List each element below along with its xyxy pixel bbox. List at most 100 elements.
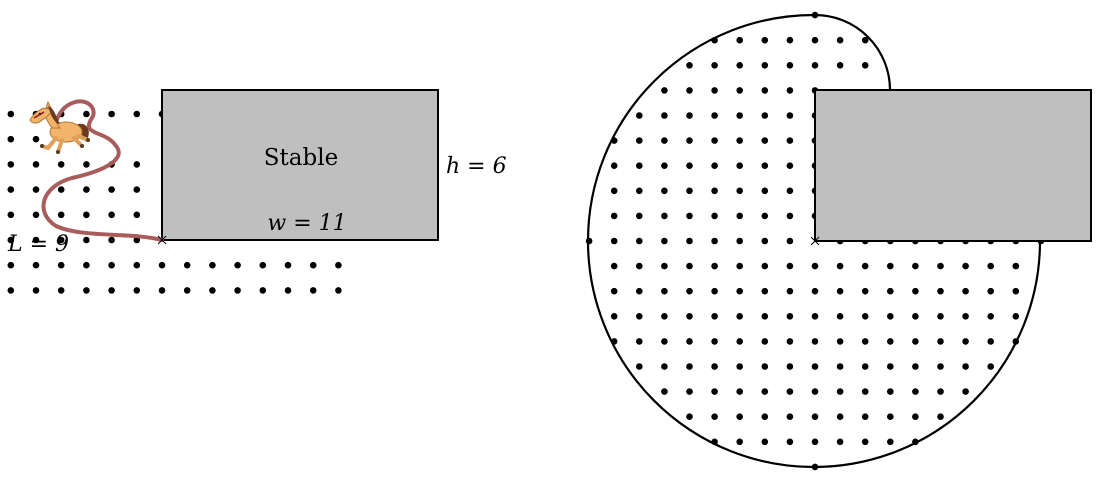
lattice-dot	[686, 162, 693, 169]
lattice-dot	[636, 162, 643, 169]
lattice-dot	[937, 338, 944, 345]
grid-dot	[108, 211, 115, 219]
lattice-dot	[661, 388, 668, 395]
lattice-dot	[887, 388, 894, 395]
lattice-dot	[686, 413, 693, 421]
lattice-dot	[912, 388, 919, 395]
lattice-dot	[736, 187, 743, 195]
grid-dot	[7, 211, 15, 219]
lattice-dot	[811, 36, 819, 44]
lattice-dot	[761, 262, 769, 270]
lattice-dot	[912, 262, 919, 270]
lattice-dot	[686, 363, 693, 370]
grid-dot	[7, 236, 15, 244]
lattice-dot	[661, 212, 668, 220]
lattice-dot	[836, 413, 844, 421]
lattice-dot	[887, 287, 894, 295]
lattice-dot	[811, 438, 819, 446]
grid-dot	[234, 287, 241, 294]
lattice-dot	[786, 162, 794, 169]
grid-dot	[133, 161, 141, 168]
lattice-dot	[786, 313, 794, 320]
lattice-dot	[861, 388, 869, 395]
grid-dot	[133, 110, 141, 118]
lattice-dot	[887, 262, 894, 270]
lattice-dot	[836, 262, 844, 270]
lattice-dot	[661, 313, 668, 320]
lattice-dot	[811, 287, 819, 295]
lattice-dot	[786, 62, 794, 69]
grid-dot	[309, 287, 317, 294]
lattice-dot	[912, 338, 919, 345]
lattice-dot	[636, 212, 643, 220]
grid-dot	[335, 261, 342, 269]
lattice-dot	[912, 363, 919, 370]
lattice-dot	[811, 62, 819, 69]
lattice-dot	[861, 338, 869, 345]
grid-dot	[108, 287, 115, 294]
lattice-dot	[711, 87, 718, 94]
lattice-dot	[987, 262, 994, 270]
lattice-dot	[686, 338, 693, 345]
lattice-dot	[987, 287, 994, 295]
lattice-dot	[912, 413, 919, 421]
lattice-dot	[761, 36, 769, 44]
lattice-dot	[736, 363, 743, 370]
lattice-dot	[686, 313, 693, 320]
lattice-dot	[736, 237, 743, 245]
stable-label: Stable	[264, 145, 338, 171]
grid-dot	[133, 186, 141, 193]
grid-dot	[284, 261, 292, 269]
lattice-dot	[836, 313, 844, 320]
lattice-dot	[861, 363, 869, 370]
lattice-dot	[887, 413, 894, 421]
lattice-dot	[937, 413, 944, 421]
lattice-dot	[761, 112, 769, 119]
lattice-dot	[861, 62, 869, 69]
lattice-dot	[811, 338, 819, 345]
grid-dot	[259, 261, 267, 269]
lattice-dot	[861, 313, 869, 320]
grid-dot	[83, 261, 90, 269]
lattice-dot	[736, 212, 743, 220]
lattice-dot	[836, 36, 844, 44]
lattice-dot	[610, 287, 618, 295]
lattice-dot	[987, 363, 994, 370]
lattice-dot	[811, 262, 819, 270]
lattice-dot	[711, 287, 718, 295]
lattice-dot	[861, 438, 869, 446]
lattice-dot	[761, 363, 769, 370]
lattice-dot	[661, 363, 668, 370]
lattice-dot	[912, 313, 919, 320]
lattice-dot	[636, 237, 643, 245]
lattice-dot	[962, 363, 969, 370]
grid-dot	[309, 261, 317, 269]
lattice-dot	[736, 438, 743, 446]
lattice-dot	[736, 162, 743, 169]
lattice-dot	[736, 36, 743, 44]
grid-dot	[183, 287, 191, 294]
lattice-dot	[686, 287, 693, 295]
right-panel	[585, 11, 1092, 471]
lattice-dot	[836, 338, 844, 345]
lattice-dot	[962, 313, 969, 320]
lattice-dot	[786, 137, 794, 144]
stable-rectangle-right	[814, 89, 1092, 242]
grid-dot	[83, 236, 90, 244]
lattice-dot	[636, 187, 643, 195]
lattice-dot	[836, 363, 844, 370]
lattice-dot	[711, 112, 718, 119]
grid-dot	[32, 161, 40, 168]
lattice-dot	[912, 287, 919, 295]
lattice-dot	[761, 287, 769, 295]
lattice-dot	[636, 313, 643, 320]
lattice-dot	[861, 413, 869, 421]
lattice-dot	[686, 62, 693, 69]
grid-dot	[7, 186, 15, 193]
lattice-dot	[711, 237, 718, 245]
grid-dot	[57, 211, 65, 219]
lattice-dot	[610, 262, 618, 270]
grid-dot	[259, 287, 267, 294]
left-panel: Stable w = 11 h = 6 L = 9	[7, 89, 507, 294]
grid-dot	[108, 110, 115, 118]
